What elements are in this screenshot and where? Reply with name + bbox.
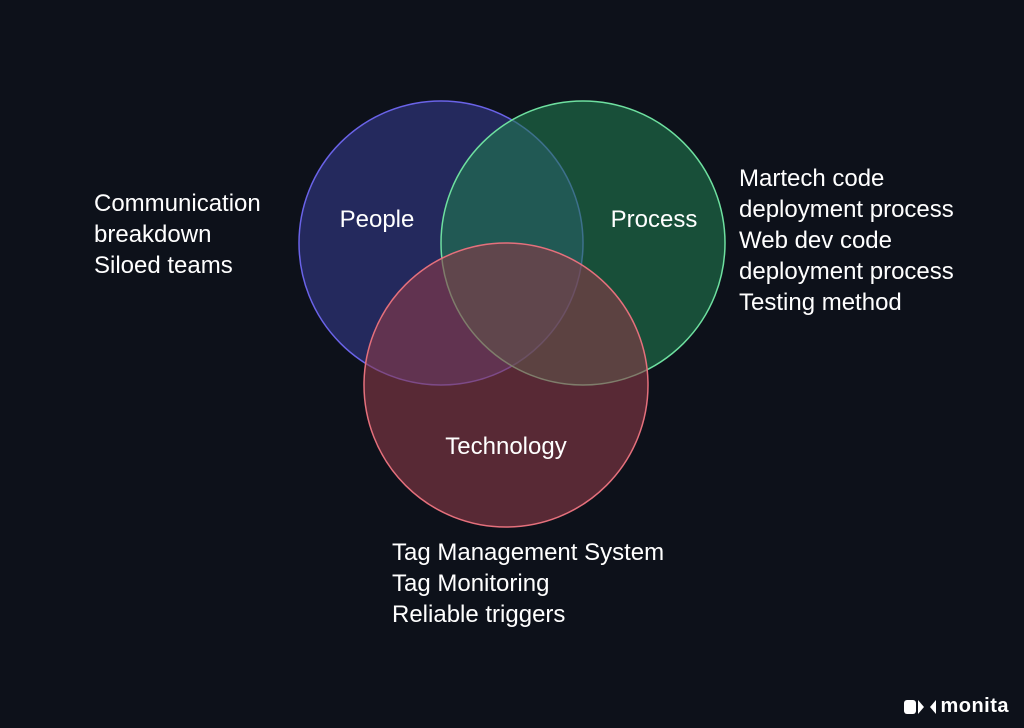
people-label: People — [340, 206, 415, 233]
process-notes: Martech code deployment process Web dev … — [739, 163, 954, 318]
technology-circle — [363, 242, 649, 528]
brand-logo: monita — [904, 695, 1009, 718]
monita-logo-icon — [904, 699, 937, 714]
technology-note-item: Reliable triggers — [392, 601, 566, 628]
technology-note-item: Tag Management System — [392, 539, 665, 566]
process-note-item: deployment process — [739, 258, 954, 285]
people-note-item: breakdown — [94, 221, 212, 248]
people-note-item: Siloed teams — [94, 252, 233, 279]
technology-notes: Tag Management System Tag Monitoring Rel… — [392, 537, 664, 630]
technology-label: Technology — [445, 433, 566, 460]
process-note-item: Martech code — [739, 165, 885, 192]
process-label: Process — [611, 206, 698, 233]
process-note-item: Testing method — [739, 289, 902, 316]
process-note-item: deployment process — [739, 196, 954, 223]
technology-note-item: Tag Monitoring — [392, 570, 550, 597]
brand-name: monita — [940, 695, 1009, 717]
process-note-item: Web dev code — [739, 227, 892, 254]
people-note-item: Communication — [94, 190, 261, 217]
people-notes: Communication breakdown Siloed teams — [94, 188, 261, 281]
